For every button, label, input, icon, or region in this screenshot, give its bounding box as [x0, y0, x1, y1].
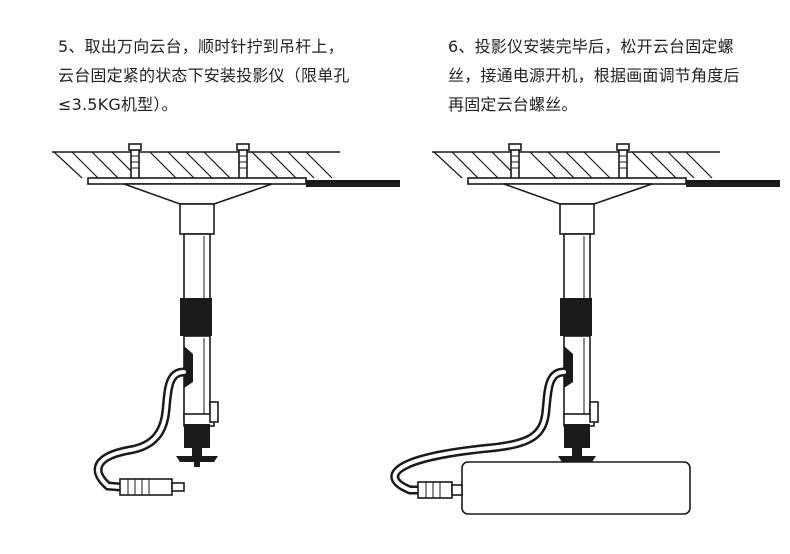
step-5-text: 取出万向云台，顺时针拧到吊杆上，云台固定紧的状态下安装投影仪（限单孔≤3.5KG…	[58, 37, 350, 114]
step-5-instruction: 5、取出万向云台，顺时针拧到吊杆上，云台固定紧的状态下安装投影仪（限单孔≤3.5…	[58, 32, 358, 119]
figure-step-5	[51, 143, 401, 496]
power-plug-icon	[417, 481, 463, 499]
step-6-text: 投影仪安装完毕后，松开云台固定螺丝，接通电源开机，根据画面调节角度后再固定云台螺…	[448, 37, 740, 114]
power-plug-icon	[119, 478, 185, 496]
power-cable	[93, 367, 189, 492]
figure-step-6	[390, 143, 781, 515]
step-6-instruction: 6、投影仪安装完毕后，松开云台固定螺丝，接通电源开机，根据画面调节角度后再固定云…	[448, 32, 748, 119]
gimbal-base-plate	[176, 456, 218, 462]
projector-icon	[461, 456, 691, 515]
step-5-number: 5、	[58, 37, 85, 56]
step-6-number: 6、	[448, 37, 475, 56]
